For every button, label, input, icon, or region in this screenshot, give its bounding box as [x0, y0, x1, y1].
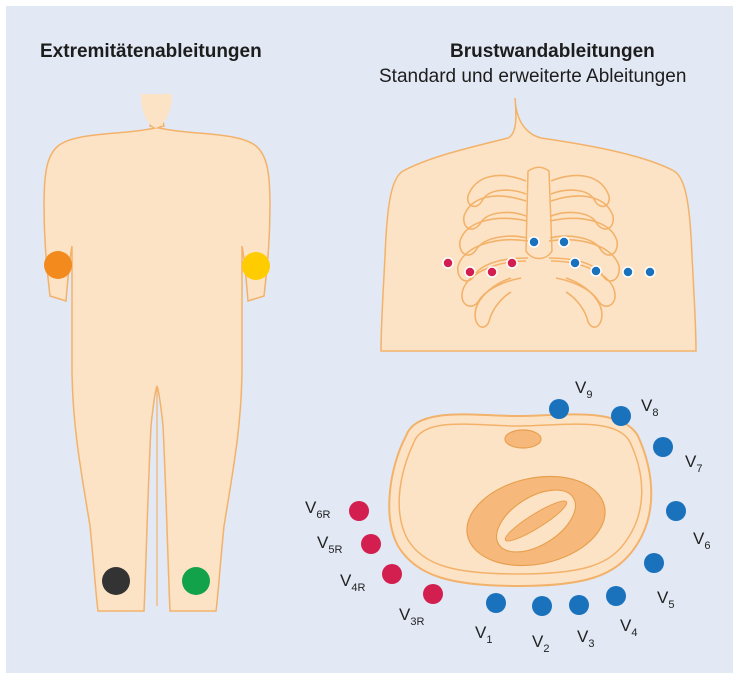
chest-figure [381, 98, 696, 351]
electrode-left-leg [182, 567, 210, 595]
lead-v9 [549, 399, 569, 419]
electrode-right-arm [44, 251, 72, 279]
electrode-v6r [443, 258, 453, 268]
lead-v5r [361, 534, 381, 554]
chest-leads-subtitle: Standard und erweiterte Ableitungen [379, 66, 686, 88]
label-v5: V5 [657, 589, 674, 614]
lead-v7 [653, 437, 673, 457]
electrode-v2 [559, 237, 569, 247]
lead-v5 [644, 553, 664, 573]
electrode-v4 [591, 266, 601, 276]
electrode-left-arm [242, 252, 270, 280]
electrode-v4r [487, 267, 497, 277]
label-v4r: V4R [340, 572, 365, 597]
lead-v6 [666, 501, 686, 521]
lead-v8 [611, 406, 631, 426]
electrode-v5r [465, 267, 475, 277]
lead-v3 [569, 595, 589, 615]
label-v6: V6 [693, 530, 710, 555]
chest-leads-title: Brustwandableitungen [450, 41, 655, 63]
label-v6r: V6R [305, 499, 330, 524]
label-v3: V3 [577, 628, 594, 653]
electrode-v3r [507, 258, 517, 268]
electrode-v6 [645, 267, 655, 277]
body-figure [44, 94, 270, 611]
electrode-v3 [570, 258, 580, 268]
cross-section [349, 399, 686, 616]
lead-v4 [606, 586, 626, 606]
sternum-section [505, 430, 541, 448]
lead-v1 [486, 593, 506, 613]
electrode-v5 [623, 267, 633, 277]
label-v7: V7 [685, 453, 702, 478]
label-v9: V9 [575, 379, 592, 404]
lead-v2 [532, 596, 552, 616]
lead-v6r [349, 501, 369, 521]
label-v8: V8 [641, 397, 658, 422]
lead-v3r [423, 584, 443, 604]
diagram-svg [6, 6, 733, 673]
neck [141, 94, 172, 128]
label-v2: V2 [532, 633, 549, 658]
label-v5r: V5R [317, 534, 342, 559]
electrode-right-leg [102, 567, 130, 595]
limb-leads-title: Extremitätenableitungen [40, 41, 262, 63]
electrode-v1 [529, 237, 539, 247]
label-v1: V1 [475, 624, 492, 649]
label-v3r: V3R [399, 606, 424, 631]
lead-v4r [382, 564, 402, 584]
diagram-canvas: Extremitätenableitungen Brustwandableitu… [6, 6, 733, 673]
label-v4: V4 [620, 617, 637, 642]
